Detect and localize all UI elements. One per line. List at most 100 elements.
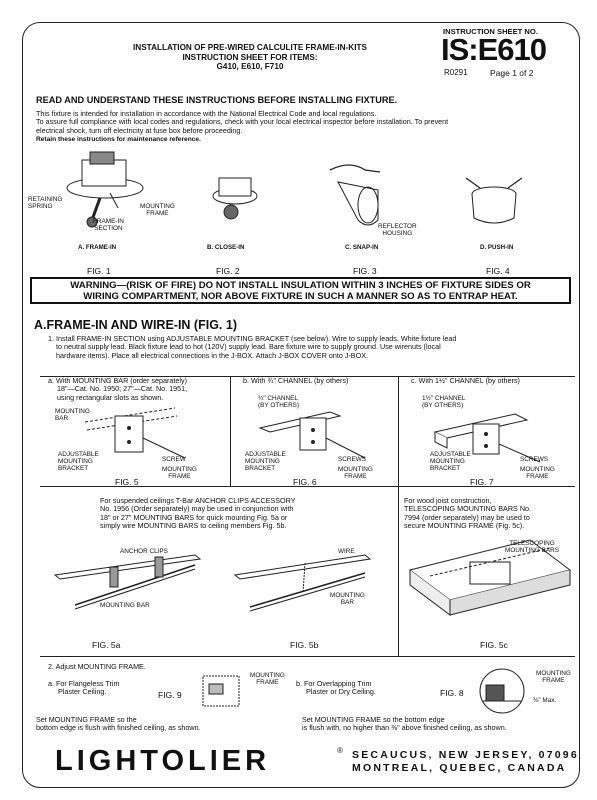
document-title: INSTALLATION OF PRE-WIRED CALCULITE FRAM…: [80, 43, 420, 72]
tbar-line-1: For suspended ceilings T-Bar ANCHOR CLIP…: [100, 496, 296, 505]
by-others-text: (BY OTHERS): [422, 402, 464, 409]
step1-line-2: to neutral supply lead. Black fixture le…: [56, 342, 441, 352]
mtg-text: MOUNTING: [58, 458, 93, 465]
title-line-2: INSTRUCTION SHEET FOR ITEMS:: [182, 52, 318, 62]
mount-a-line-2: 18"—Cat. No. 1950; 27"—Cat. No. 1951,: [57, 384, 188, 394]
fig5c-illustration: [408, 539, 572, 616]
fig3-snap-in-illustration: [329, 164, 381, 226]
fig2-close-in-illustration: [212, 177, 258, 220]
intro-line-2: To assure full compliance with local cod…: [36, 117, 449, 127]
fig8-illustration: [479, 668, 525, 714]
fig6-channel-label: ¾" CHANNEL(BY OTHERS): [258, 395, 299, 409]
grid-mid-rule: [40, 486, 575, 487]
fig4-number: FIG. 4: [486, 266, 510, 276]
mf2-text: FRAME: [526, 473, 549, 480]
framein-text: FRAME-IN: [93, 218, 124, 225]
grid-divider-2: [398, 376, 399, 486]
grid-divider-3: [398, 486, 399, 656]
fig5a-illustration: [53, 554, 202, 610]
fig3-caption: C. SNAP-IN: [345, 244, 379, 251]
joist-line-3: 7994 (order separately) may be used to: [404, 512, 530, 522]
step1-text: 1. Install FRAME-IN SECTION using ADJUST…: [48, 334, 578, 360]
mf1-text: MOUNTING: [520, 466, 555, 473]
mtg-text: MOUNTING: [330, 592, 365, 599]
fig5-illustration: [84, 407, 186, 459]
joist-line-4: secure MOUNTING FRAME (Fig. 5c).: [404, 521, 525, 531]
fig9-number: FIG. 9: [158, 690, 182, 700]
set-b-line-1: Set MOUNTING FRAME so the bottom edge: [302, 715, 445, 724]
step2-b-text: b. For Overlapping Trim Plaster or Dry C…: [296, 679, 376, 697]
adj-text: ADJUSTABLE: [58, 451, 99, 458]
tbar-line-2: No. 1956 (Order separately) may be used …: [100, 504, 294, 514]
tbar-text: For suspended ceilings T-Bar ANCHOR CLIP…: [100, 496, 395, 531]
fig6-screws-label: SCREWS: [338, 456, 367, 463]
joist-line-1: For wood joist construction,: [404, 496, 492, 505]
mount-option-b: b. With ¾" CHANNEL (by others): [243, 376, 349, 385]
tele-text: TELESCOPING: [509, 540, 555, 547]
retain-note: Retain these instructions for maintenanc…: [36, 136, 201, 143]
by-others-text: (BY OTHERS): [258, 402, 300, 409]
step1-line-1: 1. Install FRAME-IN SECTION using ADJUST…: [48, 334, 457, 343]
fig7-number: FIG. 7: [470, 477, 494, 487]
mtg-text: MOUNTING: [245, 458, 280, 465]
warning-line-1: WARNING—(RISK OF FIRE) DO NOT INSTALL IN…: [70, 280, 531, 291]
housing-text: HOUSING: [382, 230, 413, 237]
fig4-push-in-illustration: [465, 177, 523, 224]
set-a-line-1: Set MOUNTING FRAME so the: [36, 715, 137, 724]
city-line-2: MONTREAL, QUEBEC, CANADA: [352, 762, 567, 774]
step2-a-line-1: a. For Flangeless Trim: [48, 679, 120, 688]
bracket-text: BRACKET: [58, 465, 89, 472]
fig5a-number: FIG. 5a: [92, 640, 121, 650]
lightolier-logo: LIGHTOLIER: [55, 745, 271, 777]
fig2-number: FIG. 2: [216, 266, 240, 276]
fig8-number: FIG. 8: [440, 688, 464, 698]
bar-text: BAR: [55, 415, 69, 422]
mf4-text: FRAME: [542, 677, 565, 684]
grid-top-rule: [40, 376, 575, 377]
fig1-number: FIG. 1: [87, 266, 111, 276]
set-frame-a: Set MOUNTING FRAME so the bottom edge is…: [36, 715, 201, 733]
mount-a-line-1: a. With MOUNTING BAR (order separately): [48, 376, 187, 385]
joist-line-2: TELESCOPING MOUNTING BARS No.: [404, 504, 531, 514]
set-a-line-2: bottom edge is flush with finished ceili…: [36, 723, 201, 733]
step2-b-line-2: Plaster or Dry Ceiling.: [306, 687, 376, 697]
fig8-max-label: ⅜" Max.: [533, 697, 557, 704]
fig5a-mounting-bar-label: MOUNTING BAR: [100, 602, 150, 609]
set-b-line-2: is flush with, no higher than ⅜" above f…: [302, 723, 507, 733]
mf3-text: MOUNTING: [536, 670, 571, 677]
warning-text: WARNING—(RISK OF FIRE) DO NOT INSTALL IN…: [33, 280, 568, 302]
fig5a-anchor-clips-label: ANCHOR CLIPS: [120, 548, 168, 555]
fig1-frame-in-illustration: [66, 151, 144, 228]
city-line-1: SECAUCUS, NEW JERSEY, 07096: [352, 749, 579, 761]
step2-title: 2. Adjust MOUNTING FRAME.: [48, 662, 146, 671]
bars-text: MOUNTING BARS: [505, 547, 559, 554]
bracket-text: BRACKET: [430, 465, 461, 472]
step2-b-line-1: b. For Overlapping Trim: [296, 679, 372, 688]
ch112-text: 1½" CHANNEL: [422, 395, 466, 402]
step1-line-3: hardware items). Place all electrical co…: [56, 350, 368, 360]
retaining-text: RETAINING: [28, 196, 63, 203]
step2-a-line-2: Plaster Ceiling.: [58, 687, 107, 697]
fig6-number: FIG. 6: [293, 477, 317, 487]
fig3-number: FIG. 3: [353, 266, 377, 276]
bracket-text: BRACKET: [245, 465, 276, 472]
fig7-screws-label: SCREWS: [520, 456, 549, 463]
sheet-number: IS:E610: [441, 32, 547, 67]
grid-divider-1: [230, 376, 231, 486]
fig9-illustration: [202, 675, 240, 707]
mf1-text: MOUNTING: [250, 672, 285, 679]
fig1-caption: A. FRAME-IN: [78, 244, 117, 251]
mtg-text: MOUNTING: [430, 458, 465, 465]
